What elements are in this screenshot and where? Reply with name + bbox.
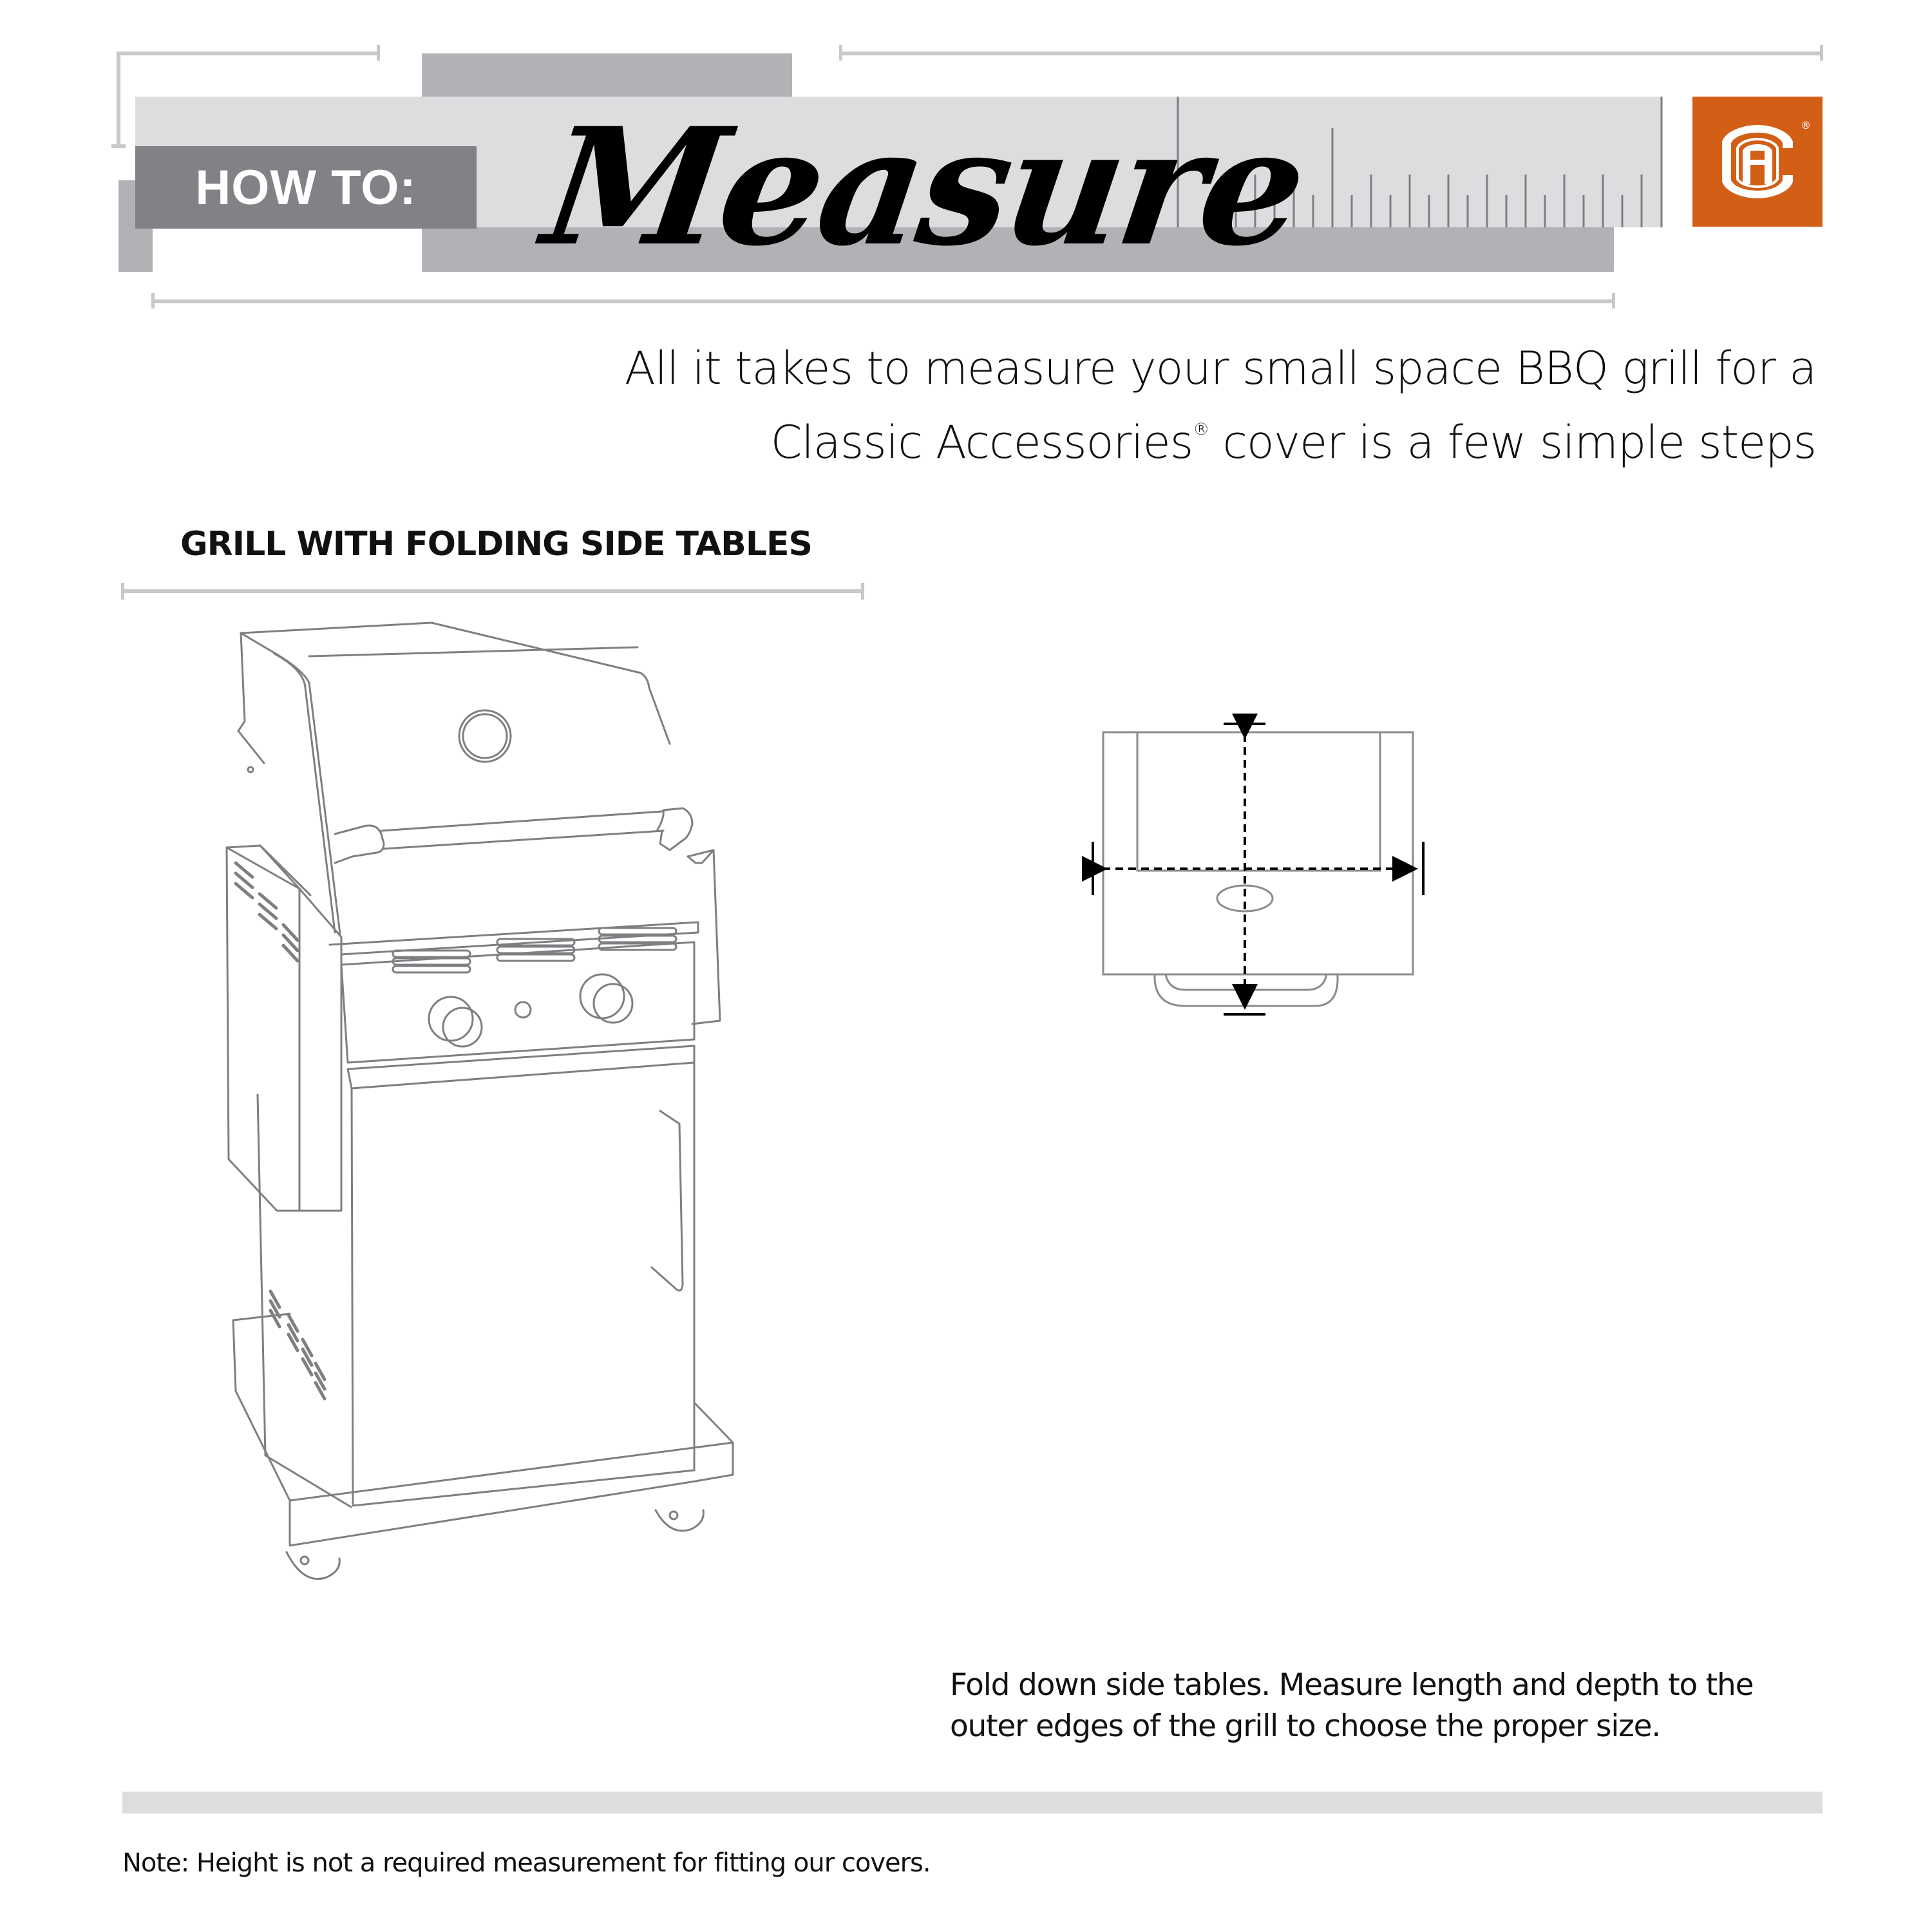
section-underline: [122, 589, 863, 593]
bracket-left-vertical: [117, 52, 120, 148]
instructions-text: Fold down side tables. Measure length an…: [950, 1667, 1754, 1744]
bracket-top-right-tick-r: [1820, 45, 1823, 61]
registered-mark: ®: [1801, 119, 1811, 131]
footer-divider: [122, 1792, 1823, 1814]
bracket-top-left: [118, 52, 379, 55]
bracket-left-tick: [111, 144, 126, 148]
section-underline-tick-l: [121, 583, 124, 600]
grill-firebox-outline: [1136, 731, 1381, 872]
grill-outline: [1102, 731, 1414, 976]
ruler-ticks: [1177, 97, 1663, 227]
bracket-top-left-tick: [377, 45, 380, 61]
intro-line-2: Classic Accessories® cover is a few simp…: [770, 416, 1817, 469]
brand-logo: ®: [1692, 97, 1823, 227]
classic-accessories-logo-icon: ®: [1722, 119, 1811, 198]
bracket-top-right-tick-l: [839, 45, 842, 61]
banner-block-bottom: [422, 227, 1614, 272]
length-arrow: [1082, 842, 1425, 895]
banner-block-top: [422, 53, 792, 97]
footer-note: Note: Height is not a required measureme…: [122, 1848, 931, 1878]
intro-line-1: All it takes to measure your small space…: [624, 342, 1817, 395]
depth-arrow: [1224, 714, 1265, 1016]
section-underline-tick-r: [861, 583, 864, 600]
bracket-bottom-tick-l: [151, 293, 155, 308]
bracket-bottom: [153, 299, 1613, 303]
section-title: GRILL WITH FOLDING SIDE TABLES: [180, 525, 813, 564]
how-to-label: HOW TO:: [135, 146, 477, 229]
bracket-top-right: [839, 52, 1823, 55]
intro-text: All it takes to measure your small space…: [592, 338, 1817, 473]
bracket-bottom-tick-r: [1612, 293, 1615, 308]
